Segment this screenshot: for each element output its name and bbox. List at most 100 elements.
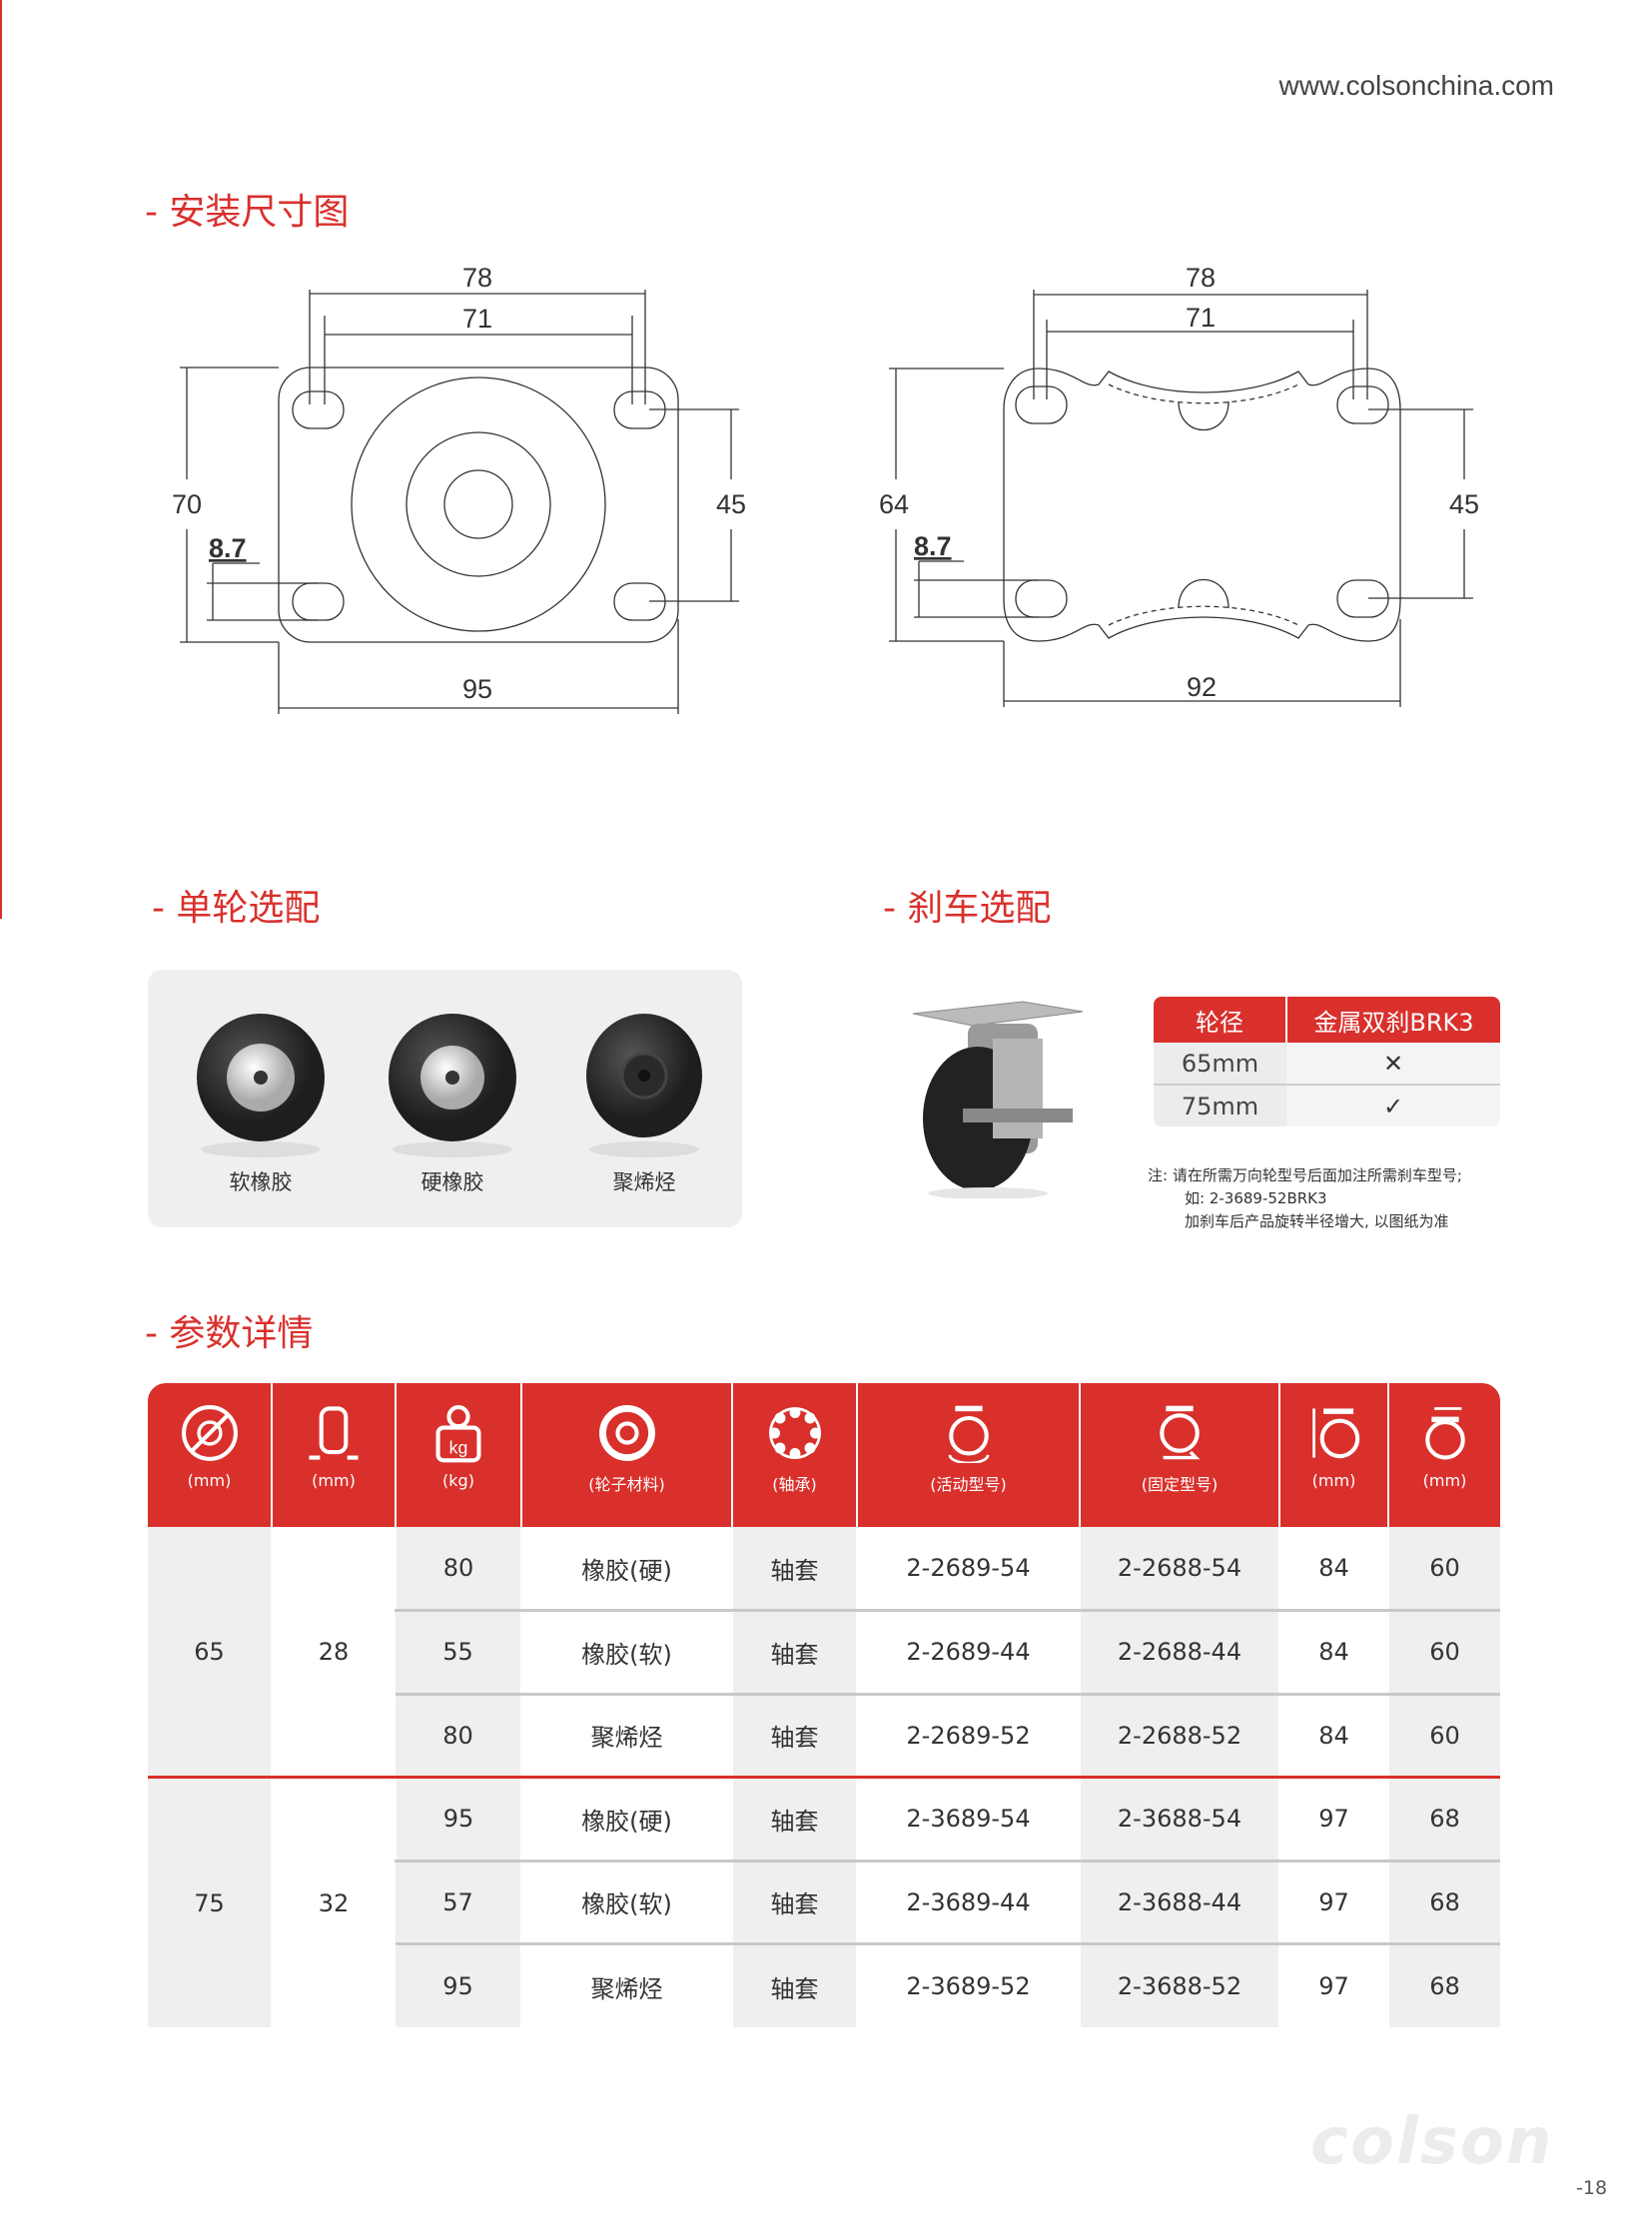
dim-92: 92 bbox=[1187, 672, 1217, 702]
cell-load: 57 bbox=[396, 1859, 521, 1944]
offset-icon bbox=[1424, 1407, 1465, 1460]
height-icon bbox=[1311, 1408, 1359, 1459]
load-kg-icon: kg bbox=[435, 1405, 481, 1463]
column-header-label: (轮子材料) bbox=[588, 1475, 665, 1494]
dim-78: 78 bbox=[462, 263, 492, 293]
column-header: (固定型号) bbox=[1079, 1383, 1279, 1527]
section-title-params: - 参数详情 bbox=[145, 1313, 314, 1354]
row-65mm-diameter: 65mm bbox=[1154, 1043, 1286, 1085]
cell-material: 橡胶(硬) bbox=[520, 1776, 732, 1861]
dim-45: 45 bbox=[716, 489, 746, 519]
cell-width: 32 bbox=[271, 1776, 396, 2027]
svg-text:kg: kg bbox=[449, 1437, 468, 1457]
rigid-caster-icon bbox=[1160, 1405, 1201, 1460]
cell-diameter: 65 bbox=[148, 1527, 272, 1778]
wheel-material-icon bbox=[598, 1405, 655, 1461]
cell-load: 95 bbox=[396, 1942, 521, 2027]
note-line: 注: 请在所需万向轮型号后面加注所需刹车型号; bbox=[1148, 1166, 1462, 1184]
cell-height: 97 bbox=[1278, 1776, 1388, 1861]
column-header-label: (轴承) bbox=[772, 1475, 817, 1494]
cell-load: 95 bbox=[395, 1776, 521, 1861]
cell-height: 84 bbox=[1278, 1692, 1388, 1778]
column-header: (活动型号) bbox=[856, 1383, 1080, 1527]
website-url[interactable]: www.colsonchina.com bbox=[1278, 70, 1554, 101]
cell-offset: 60 bbox=[1387, 1609, 1500, 1694]
parameters-table: (mm) (mm) kg (kg) (轮子材料) (轴承) (活动型号) (固定型号) (mm)… bbox=[148, 1383, 1500, 2027]
dim-71: 71 bbox=[462, 304, 492, 334]
cell-swivel-model: 2-3689-44 bbox=[856, 1859, 1080, 1944]
dim-95: 95 bbox=[462, 674, 492, 704]
cell-swivel-model: 2-2689-44 bbox=[856, 1609, 1080, 1694]
cell-offset: 60 bbox=[1387, 1692, 1500, 1778]
column-header: (mm) bbox=[148, 1383, 272, 1527]
cell-material: 聚烯烃 bbox=[520, 1942, 732, 2027]
section-title-brake: - 刹车选配 bbox=[883, 888, 1052, 929]
cell-swivel-model: 2-2689-54 bbox=[856, 1527, 1080, 1611]
brake-options-table: 轮径金属双刹BRK3 65mm✕ 75mm✓ bbox=[1154, 997, 1500, 1126]
cell-height: 84 bbox=[1278, 1527, 1388, 1611]
header-wheel-diameter: 轮径 bbox=[1154, 997, 1286, 1043]
width-icon bbox=[309, 1406, 359, 1460]
cell-height: 84 bbox=[1278, 1609, 1388, 1694]
wheel-label-soft-rubber: 软橡胶 bbox=[229, 1170, 293, 1194]
column-header-label: (固定型号) bbox=[1141, 1475, 1219, 1494]
row-65mm-availability: ✕ bbox=[1286, 1043, 1500, 1085]
swivel-caster-icon bbox=[948, 1405, 989, 1463]
section-title-install: - 安装尺寸图 bbox=[145, 192, 350, 233]
dim-45: 45 bbox=[1449, 489, 1479, 519]
header-brk3: 金属双刹BRK3 bbox=[1285, 997, 1500, 1043]
wheel-label-hard-rubber: 硬橡胶 bbox=[420, 1170, 484, 1194]
dim-78: 78 bbox=[1186, 263, 1216, 293]
hard-rubber-wheel-image bbox=[389, 1014, 516, 1157]
column-header-label: (kg) bbox=[442, 1471, 474, 1490]
dim-64: 64 bbox=[879, 489, 909, 519]
row-75mm-availability: ✓ bbox=[1286, 1084, 1500, 1126]
cell-swivel-model: 2-3689-54 bbox=[856, 1776, 1080, 1861]
brake-caster-image bbox=[912, 1001, 1084, 1198]
cell-bearing: 轴套 bbox=[731, 1527, 857, 1611]
column-header-label: (mm) bbox=[1311, 1471, 1356, 1490]
cell-swivel-model: 2-3689-52 bbox=[856, 1942, 1080, 2027]
section-title-wheels: - 单轮选配 bbox=[152, 888, 321, 929]
column-header-label: (mm) bbox=[312, 1471, 356, 1490]
cell-offset: 68 bbox=[1387, 1776, 1500, 1861]
left-accent-line bbox=[0, 0, 2, 919]
dim-71: 71 bbox=[1186, 303, 1216, 333]
dim-8-7: 8.7 bbox=[914, 531, 952, 561]
note-line: 如: 2-3689-52BRK3 bbox=[1185, 1189, 1327, 1207]
cell-load: 80 bbox=[395, 1527, 521, 1611]
cell-bearing: 轴套 bbox=[731, 1776, 857, 1861]
note-line: 加刹车后产品旋转半径增大, 以图纸为准 bbox=[1185, 1212, 1449, 1230]
colson-logo: colson bbox=[1310, 2105, 1554, 2179]
cell-offset: 60 bbox=[1387, 1527, 1500, 1611]
cell-bearing: 轴套 bbox=[731, 1942, 857, 2027]
cell-rigid-model: 2-2688-52 bbox=[1079, 1692, 1279, 1778]
column-header: (mm) bbox=[271, 1383, 396, 1527]
column-header-label: (mm) bbox=[187, 1471, 232, 1490]
column-header-label: (活动型号) bbox=[930, 1475, 1007, 1494]
cell-height: 97 bbox=[1278, 1942, 1388, 2027]
cell-material: 橡胶(硬) bbox=[520, 1527, 732, 1611]
mounting-plate-drawing-1: 78 71 70 45 8.7 95 bbox=[172, 263, 746, 714]
soft-rubber-wheel-image bbox=[197, 1014, 325, 1157]
wheel-label-polyolefin: 聚烯烃 bbox=[612, 1170, 676, 1194]
column-header: (mm) bbox=[1387, 1383, 1500, 1527]
dim-70: 70 bbox=[172, 489, 202, 519]
cell-rigid-model: 2-3688-54 bbox=[1079, 1776, 1279, 1861]
cell-rigid-model: 2-3688-44 bbox=[1079, 1859, 1279, 1944]
cell-load: 55 bbox=[396, 1609, 521, 1694]
cell-height: 97 bbox=[1278, 1859, 1388, 1944]
cell-material: 橡胶(软) bbox=[520, 1859, 732, 1944]
page-number: -18 bbox=[1576, 2177, 1608, 2199]
row-75mm-diameter: 75mm bbox=[1154, 1084, 1286, 1126]
column-header: (轮子材料) bbox=[520, 1383, 732, 1527]
column-header: (轴承) bbox=[731, 1383, 857, 1527]
cell-bearing: 轴套 bbox=[731, 1859, 857, 1944]
dim-8-7: 8.7 bbox=[209, 533, 247, 563]
cell-offset: 68 bbox=[1387, 1942, 1500, 2027]
